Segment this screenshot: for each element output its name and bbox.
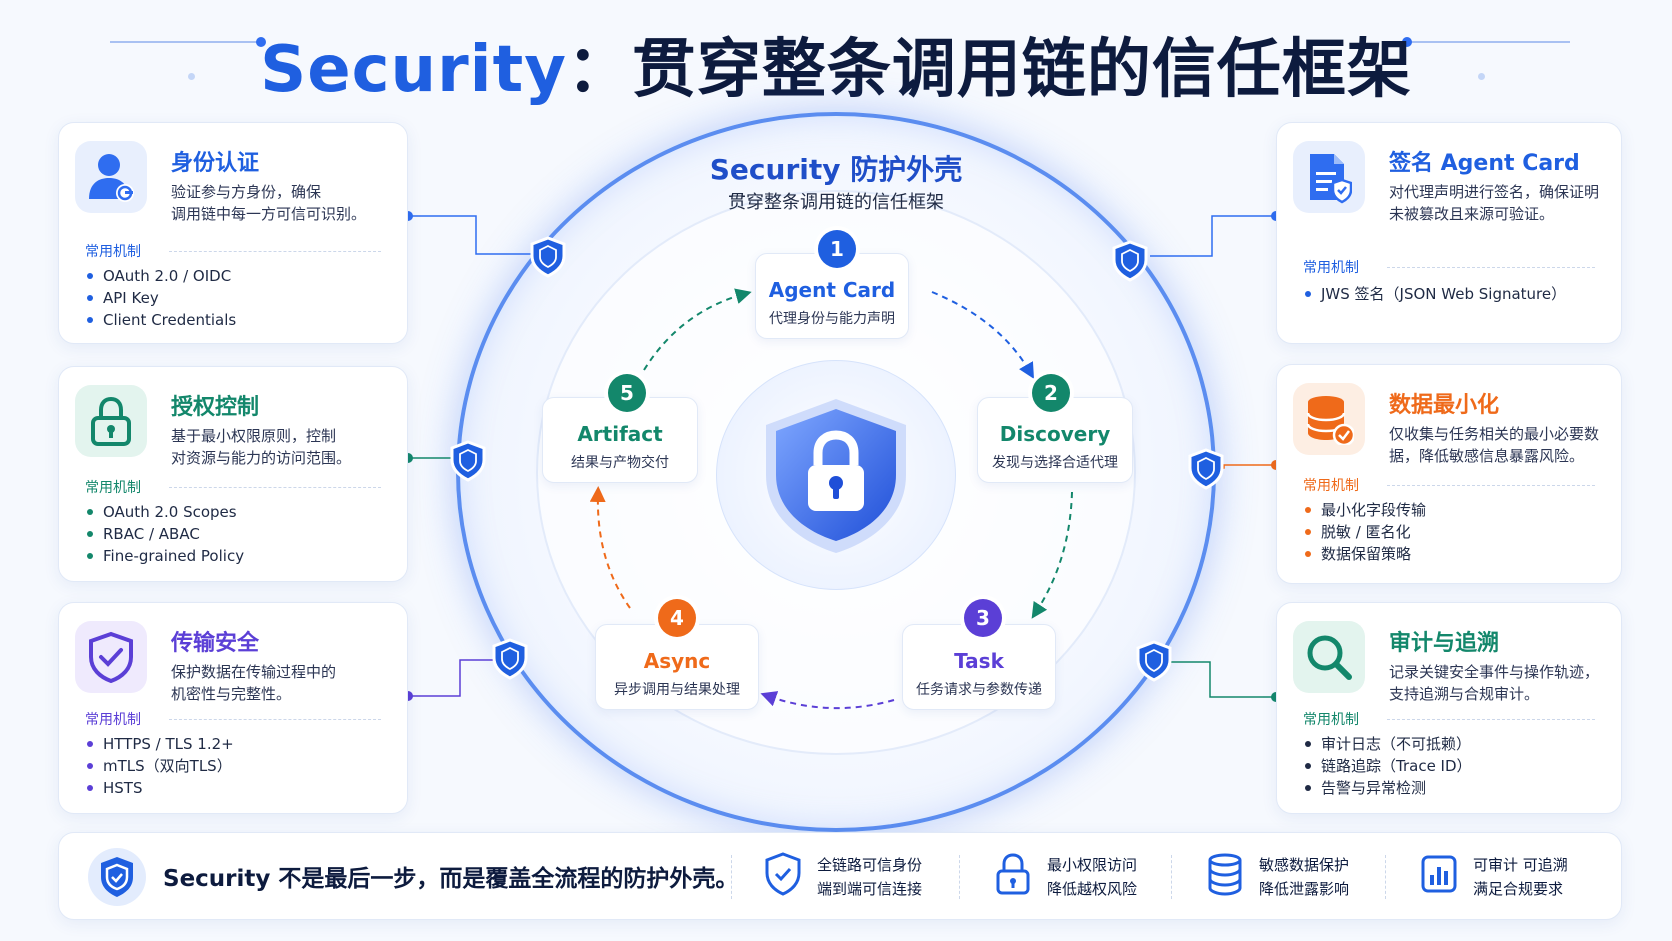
mechanism-label: 常用机制: [1303, 260, 1359, 276]
card-description: 验证参与方身份，确保调用链中每一方可信可识别。: [171, 183, 367, 223]
list-item: HTTPS / TLS 1.2+: [85, 733, 234, 755]
card-description: 仅收集与任务相关的最小必要数据，降低敏感信息暴露风险。: [1389, 425, 1600, 465]
list-item: 告警与异常检测: [1303, 777, 1472, 799]
process-node-task[interactable]: Task 任务请求与参数传递: [902, 624, 1056, 710]
list-item: JWS 签名（JSON Web Signature）: [1303, 283, 1566, 305]
card-authorization: 授权控制 基于最小权限原则，控制对资源与能力的访问范围。 常用机制 OAuth …: [58, 366, 408, 582]
shield-check-icon: [75, 621, 147, 693]
card-signed-agent-card: 签名 Agent Card 对代理声明进行签名，确保证明未被篡改且来源可验证。 …: [1276, 122, 1622, 344]
card-description: 保护数据在传输过程中的机密性与完整性。: [171, 663, 337, 703]
mechanism-label: 常用机制: [85, 244, 141, 260]
list-item: 数据保留策略: [1303, 543, 1426, 565]
card-description: 基于最小权限原则，控制对资源与能力的访问范围。: [171, 427, 352, 467]
database-icon: [1208, 853, 1242, 896]
divider: [169, 719, 381, 720]
ring-shield-icon: [492, 638, 528, 680]
step-badge-1: 1: [818, 230, 856, 268]
mechanism-label: 常用机制: [1303, 478, 1359, 494]
card-identity-auth: 身份认证 验证参与方身份，确保调用链中每一方可信可识别。 常用机制 OAuth …: [58, 122, 408, 344]
central-shield-lock-icon: [766, 399, 906, 553]
list-item: OAuth 2.0 Scopes: [85, 501, 244, 523]
title-decoration-dot: [256, 37, 266, 47]
process-node-artifact[interactable]: Artifact 结果与产物交付: [542, 397, 698, 483]
card-title: 审计与追溯: [1389, 631, 1500, 656]
bottom-feature-item: 敏感数据保护降低泄露影响: [1205, 851, 1349, 901]
list-item: Client Credentials: [85, 309, 236, 331]
mechanism-list: OAuth 2.0 Scopes RBAC / ABAC Fine-graine…: [85, 501, 244, 567]
center-subtitle: 贯穿整条调用链的信任框架: [728, 192, 944, 213]
step-badge-3: 3: [964, 599, 1002, 637]
title-decoration-right: [1410, 41, 1570, 43]
mechanism-label: 常用机制: [85, 712, 141, 728]
divider: [1387, 485, 1595, 486]
search-icon: [1293, 621, 1365, 693]
mechanism-list: OAuth 2.0 / OIDC API Key Client Credenti…: [85, 265, 236, 331]
list-item: API Key: [85, 287, 236, 309]
bottom-main-message: Security 不是最后一步，而是覆盖全流程的防护外壳。: [163, 866, 739, 892]
page-title: Security：贯穿整条调用链的信任框架: [260, 33, 1412, 107]
divider: [1385, 855, 1386, 899]
list-item: 最小化字段传输: [1303, 499, 1426, 521]
list-item: Fine-grained Policy: [85, 545, 244, 567]
list-item: 审计日志（不可抵赖）: [1303, 733, 1472, 755]
divider: [1387, 267, 1595, 268]
ring-shield-icon: [530, 236, 566, 278]
mechanism-list: JWS 签名（JSON Web Signature）: [1303, 283, 1566, 305]
mechanism-list: 审计日志（不可抵赖） 链路追踪（Trace ID） 告警与异常检测: [1303, 733, 1472, 799]
list-item: mTLS（双向TLS）: [85, 755, 234, 777]
card-description: 记录关键安全事件与操作轨迹，支持追溯与合规审计。: [1389, 663, 1600, 703]
card-transport-security: 传输安全 保护数据在传输过程中的机密性与完整性。 常用机制 HTTPS / TL…: [58, 602, 408, 814]
card-title: 签名 Agent Card: [1389, 151, 1580, 176]
database-icon: [1293, 383, 1365, 455]
card-description: 对代理声明进行签名，确保证明未被篡改且来源可验证。: [1389, 183, 1600, 223]
divider: [1387, 719, 1595, 720]
bar-chart-icon: [1421, 855, 1457, 893]
lock-icon: [75, 385, 147, 457]
bottom-summary-bar: Security 不是最后一步，而是覆盖全流程的防护外壳。 全链路可信身份端到端…: [58, 832, 1622, 920]
card-title: 数据最小化: [1389, 393, 1500, 418]
card-data-minimization: 数据最小化 仅收集与任务相关的最小必要数据，降低敏感信息暴露风险。 常用机制 最…: [1276, 364, 1622, 584]
title-decoration-dot: [1478, 73, 1485, 80]
divider: [731, 855, 732, 899]
list-item: RBAC / ABAC: [85, 523, 244, 545]
bottom-feature-item: 可审计 可追溯满足合规要求: [1419, 851, 1568, 901]
list-item: 脱敏 / 匿名化: [1303, 521, 1426, 543]
ring-shield-icon: [1112, 240, 1148, 282]
step-badge-2: 2: [1032, 374, 1070, 412]
ring-shield-icon: [1188, 448, 1224, 490]
shield-check-icon: [88, 848, 146, 906]
divider: [1171, 855, 1172, 899]
lock-icon: [996, 853, 1030, 895]
bottom-feature-item: 最小权限访问降低越权风险: [993, 851, 1137, 901]
signed-doc-icon: [1293, 141, 1365, 213]
list-item: 链路追踪（Trace ID）: [1303, 755, 1472, 777]
divider: [169, 251, 381, 252]
card-audit-trace: 审计与追溯 记录关键安全事件与操作轨迹，支持追溯与合规审计。 常用机制 审计日志…: [1276, 602, 1622, 814]
divider: [169, 487, 381, 488]
ring-shield-icon: [450, 440, 486, 482]
title-decoration-left: [110, 41, 260, 43]
bottom-feature-item: 全链路可信身份端到端可信连接: [763, 851, 922, 901]
list-item: OAuth 2.0 / OIDC: [85, 265, 236, 287]
ring-shield-icon: [1136, 640, 1172, 682]
title-decoration-dot: [1402, 37, 1412, 47]
title-decoration-dot: [188, 73, 195, 80]
shield-check-icon: [765, 852, 801, 896]
step-badge-5: 5: [608, 374, 646, 412]
list-item: HSTS: [85, 777, 234, 799]
mechanism-list: 最小化字段传输 脱敏 / 匿名化 数据保留策略: [1303, 499, 1426, 565]
center-title: Security 防护外壳: [709, 153, 963, 186]
user-icon: [75, 141, 147, 213]
mechanism-list: HTTPS / TLS 1.2+ mTLS（双向TLS） HSTS: [85, 733, 234, 799]
mechanism-label: 常用机制: [1303, 712, 1359, 728]
step-badge-4: 4: [658, 599, 696, 637]
mechanism-label: 常用机制: [85, 480, 141, 496]
process-node-async[interactable]: Async 异步调用与结果处理: [595, 624, 759, 710]
card-title: 授权控制: [171, 395, 260, 420]
card-title: 传输安全: [171, 631, 260, 656]
card-title: 身份认证: [171, 151, 260, 176]
divider: [959, 855, 960, 899]
